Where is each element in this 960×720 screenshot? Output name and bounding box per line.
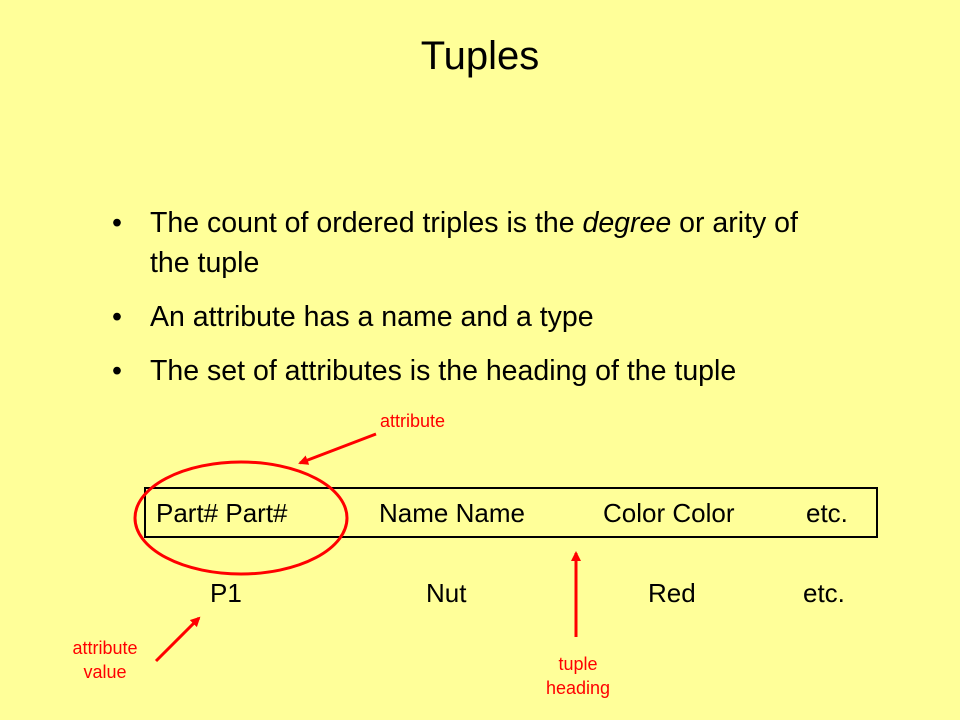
tuple-heading-box: [144, 487, 878, 538]
attribute-arrow: [298, 432, 377, 465]
bullet-dot: •: [112, 301, 122, 333]
value-cell-p1: P1: [210, 578, 242, 608]
tuple-heading-label-line2: heading: [545, 678, 611, 698]
bullet-item-heading: • The set of attributes is the heading o…: [112, 351, 842, 391]
slide-title: Tuples: [420, 34, 540, 78]
tuple-heading-label-line1: tuple: [558, 654, 598, 674]
bullet-item-degree: • The count of ordered triples is the de…: [112, 203, 842, 283]
attribute-highlight-ellipse: [133, 460, 349, 576]
heading-cell-part: Part# Part#: [156, 498, 288, 528]
tuple-heading-label: tuple heading: [530, 652, 626, 700]
bullet-text-em: degree: [582, 207, 672, 239]
heading-cell-color: Color Color: [603, 498, 735, 528]
attribute-label: attribute: [380, 411, 446, 431]
attribute-value-label-line2: value: [83, 662, 127, 682]
bullet-text: An attribute has a name and a type: [150, 301, 594, 333]
bullet-text-pre: The count of ordered triples is the: [150, 207, 583, 239]
bullet-text-post: or arity of the tuple: [150, 207, 798, 279]
bullet-text: The set of attributes is the heading of …: [150, 355, 737, 387]
value-cell-nut: Nut: [426, 578, 467, 608]
attribute-value-label: attribute value: [60, 636, 150, 684]
bullet-list: • The count of ordered triples is the de…: [112, 203, 842, 405]
heading-cell-name: Name Name: [379, 498, 525, 528]
value-cell-red: Red: [648, 578, 696, 608]
value-cell-etc: etc.: [803, 578, 845, 608]
bullet-dot: •: [112, 355, 122, 387]
attribute-value-label-line1: attribute: [72, 638, 138, 658]
bullet-dot: •: [112, 207, 122, 239]
attribute-value-arrow: [154, 616, 201, 663]
heading-cell-etc: etc.: [806, 498, 848, 528]
bullet-item-attribute: • An attribute has a name and a type: [112, 297, 842, 337]
